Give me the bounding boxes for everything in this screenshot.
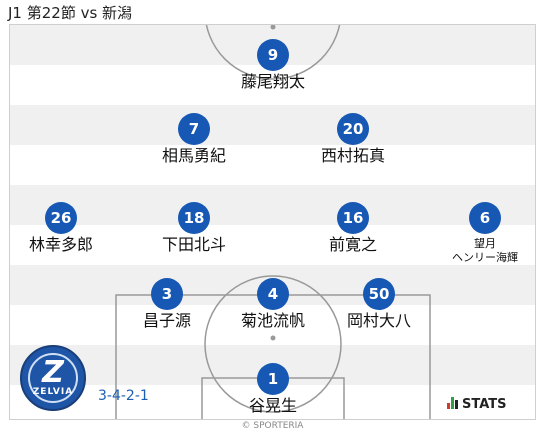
player-number-badge: 20 <box>337 113 369 145</box>
player-name: 西村拓真 <box>320 146 385 165</box>
player-mf-right-wing[interactable]: 6 望月 ヘンリー海輝 <box>415 202 535 265</box>
player-name: 下田北斗 <box>161 235 226 254</box>
player-name: 林幸多郎 <box>28 235 93 254</box>
player-cb-center[interactable]: 4 菊池流帆 <box>203 278 343 331</box>
player-mf-left-wing[interactable]: 26 林幸多郎 <box>10 202 131 255</box>
player-number-badge: 6 <box>469 202 501 234</box>
player-name: 藤尾翔太 <box>240 72 305 91</box>
player-number-badge: 3 <box>151 278 183 310</box>
player-fw[interactable]: 9 藤尾翔太 <box>203 39 343 92</box>
stats-brand-text: STATS <box>462 397 507 412</box>
player-number-badge: 18 <box>178 202 210 234</box>
player-am-right[interactable]: 20 西村拓真 <box>283 113 423 166</box>
player-cb-right[interactable]: 50 岡村大八 <box>309 278 449 331</box>
player-cb-left[interactable]: 3 昌子源 <box>97 278 237 331</box>
player-name: 菊池流帆 <box>240 311 305 330</box>
player-number-badge: 4 <box>257 278 289 310</box>
club-logo: Z ZELVIA <box>20 345 86 411</box>
player-name: 谷晃生 <box>248 396 297 415</box>
top-center-spot <box>270 25 276 30</box>
stats-bars-icon <box>447 397 459 409</box>
player-number-badge: 26 <box>45 202 77 234</box>
match-title: J1 第22節 vs 新潟 <box>8 4 133 22</box>
player-number-badge: 7 <box>178 113 210 145</box>
player-gk[interactable]: 1 谷晃生 <box>203 363 343 416</box>
player-number-badge: 16 <box>337 202 369 234</box>
formation-label: 3-4-2-1 <box>98 388 149 404</box>
copyright: © SPORTERIA <box>241 421 304 431</box>
stats-brand: STATS <box>447 397 507 412</box>
player-mf-left-center[interactable]: 18 下田北斗 <box>124 202 264 255</box>
player-name: 昌子源 <box>142 311 191 330</box>
player-number-badge: 9 <box>257 39 289 71</box>
player-number-badge: 1 <box>257 363 289 395</box>
player-name: 前寛之 <box>328 235 377 254</box>
penalty-spot <box>270 335 276 341</box>
player-name: 相馬勇紀 <box>161 146 226 165</box>
player-name: 岡村大八 <box>346 311 411 330</box>
player-am-left[interactable]: 7 相馬勇紀 <box>124 113 264 166</box>
top-center-circle <box>205 25 341 80</box>
pitch: 9 藤尾翔太 7 相馬勇紀 20 西村拓真 26 林幸多郎 18 下田北斗 16… <box>9 24 536 420</box>
player-name: 望月 ヘンリー海輝 <box>452 237 518 264</box>
logo-ring <box>28 353 78 403</box>
logo-wordmark: ZELVIA <box>32 387 74 397</box>
player-number-badge: 50 <box>363 278 395 310</box>
bottom-center-circle <box>204 275 342 413</box>
logo-emblem-letter: Z <box>42 355 64 390</box>
player-mf-right-center[interactable]: 16 前寛之 <box>283 202 423 255</box>
